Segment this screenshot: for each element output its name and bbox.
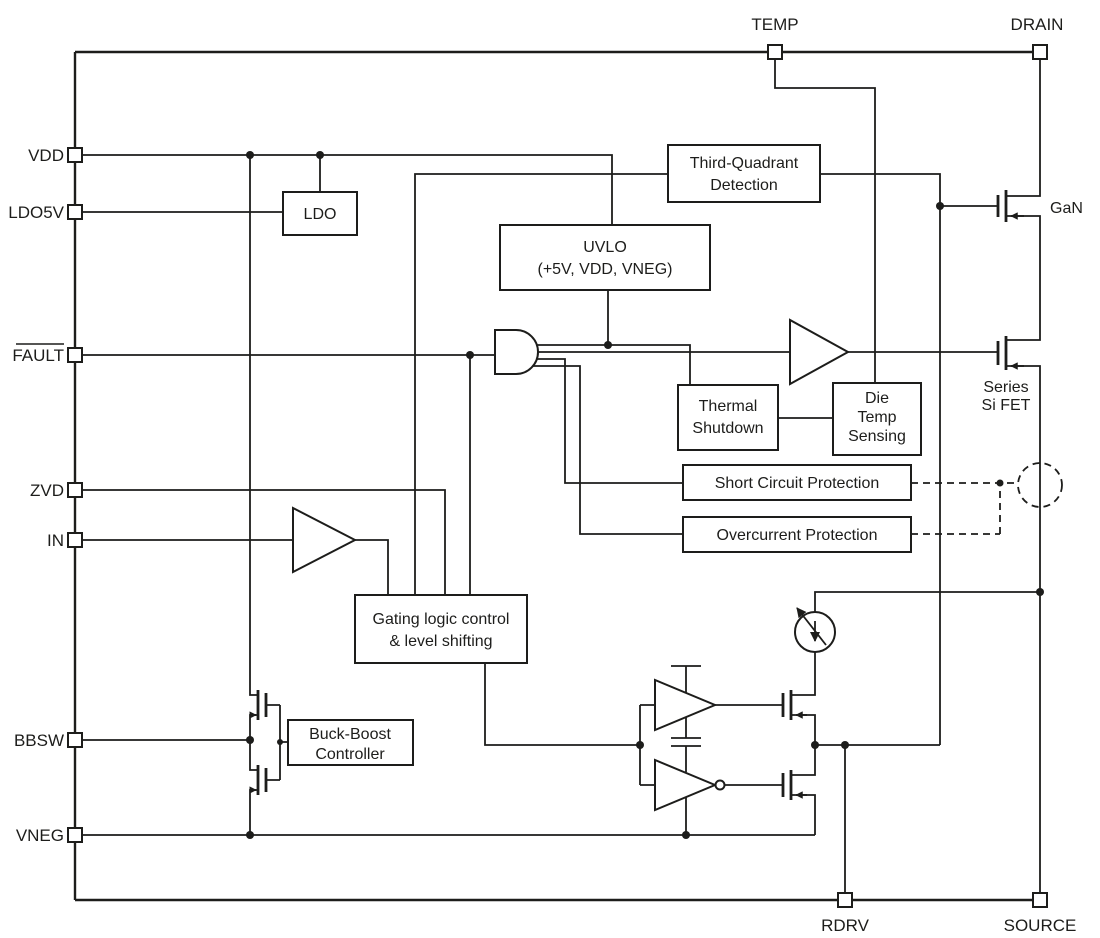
label-ldo: LDO xyxy=(304,206,337,223)
wires-logic-section xyxy=(414,59,998,595)
driver-low-fet-symbol xyxy=(781,770,793,800)
label-series-si-fet-2: Si FET xyxy=(982,397,1031,414)
block-thermal-shutdown xyxy=(677,384,779,451)
pin-source xyxy=(1032,892,1048,908)
pin-ldo5v xyxy=(67,204,83,220)
label-uvlo-1: UVLO xyxy=(583,239,627,256)
pin-rdrv xyxy=(837,892,853,908)
driver-high-fet-symbol xyxy=(781,690,793,720)
pin-fault xyxy=(67,347,83,363)
block-overcurrent-protection xyxy=(682,516,912,553)
pin-drain xyxy=(1032,44,1048,60)
chip-outline xyxy=(73,50,1040,902)
series-fet-driver-buffer xyxy=(789,318,851,386)
pin-vdd xyxy=(67,147,83,163)
pin-in xyxy=(67,532,83,548)
block-short-circuit-protection xyxy=(682,464,912,501)
pin-label-ldo5v: LDO5V xyxy=(8,203,64,222)
buckboost-low-fet-symbol xyxy=(256,765,268,795)
label-die-temp-2: Temp xyxy=(857,409,896,426)
label-thermal-shutdown-1: Thermal xyxy=(699,398,758,415)
label-buck-boost-2: Controller xyxy=(315,746,385,763)
pin-zvd xyxy=(67,482,83,498)
label-uvlo-2: (+5V, VDD, VNEG) xyxy=(537,261,672,278)
gate-driver-buffer-high xyxy=(654,678,718,732)
pin-label-drain: DRAIN xyxy=(1011,15,1064,34)
block-uvlo xyxy=(499,224,711,291)
label-short-circuit: Short Circuit Protection xyxy=(715,475,880,492)
pin-label-fault: FAULT xyxy=(12,346,64,365)
buckboost-high-fet-symbol xyxy=(256,690,268,720)
block-buck-boost-controller xyxy=(287,719,414,766)
pin-label-zvd: ZVD xyxy=(30,481,64,500)
gan-fet-symbol xyxy=(996,190,1008,222)
label-gan: GaN xyxy=(1050,200,1083,217)
in-receiver-buffer xyxy=(292,506,358,574)
label-buck-boost-1: Buck-Boost xyxy=(309,726,391,743)
pin-label-source: SOURCE xyxy=(1004,916,1077,935)
series-si-fet-symbol xyxy=(996,336,1008,370)
label-third-quadrant-1: Third-Quadrant xyxy=(690,155,799,172)
pin-label-temp: TEMP xyxy=(751,15,798,34)
block-die-temp-sensing xyxy=(832,382,922,456)
pin-label-bbsw: BBSW xyxy=(14,731,64,750)
label-die-temp-3: Sensing xyxy=(848,428,906,445)
pin-label-vdd: VDD xyxy=(28,146,64,165)
label-gating-logic-2: & level shifting xyxy=(389,633,492,650)
and-gate xyxy=(494,329,539,375)
label-gating-logic-1: Gating logic control xyxy=(373,611,510,628)
label-series-si-fet-1: Series xyxy=(983,379,1028,396)
block-third-quadrant-detection xyxy=(667,144,821,203)
pin-bbsw xyxy=(67,732,83,748)
pin-temp xyxy=(767,44,783,60)
current-sense-element xyxy=(1017,462,1063,508)
pin-vneg xyxy=(67,827,83,843)
pin-label-in: IN xyxy=(47,531,64,550)
current-source-adjust-arrow-icon xyxy=(796,607,827,646)
label-die-temp-1: Die xyxy=(865,390,889,407)
junction-dots xyxy=(246,151,1044,839)
block-ldo xyxy=(282,191,358,236)
wires-power-section xyxy=(814,59,1041,893)
gate-driver-inverter-low xyxy=(654,758,718,812)
block-gating-logic xyxy=(354,594,528,664)
pin-label-rdrv: RDRV xyxy=(821,916,870,935)
label-overcurrent: Overcurrent Protection xyxy=(717,527,878,544)
label-third-quadrant-2: Detection xyxy=(710,177,778,194)
pin-label-vneg: VNEG xyxy=(16,826,64,845)
inverter-bubble-icon xyxy=(714,779,726,791)
label-thermal-shutdown-2: Shutdown xyxy=(692,420,763,437)
